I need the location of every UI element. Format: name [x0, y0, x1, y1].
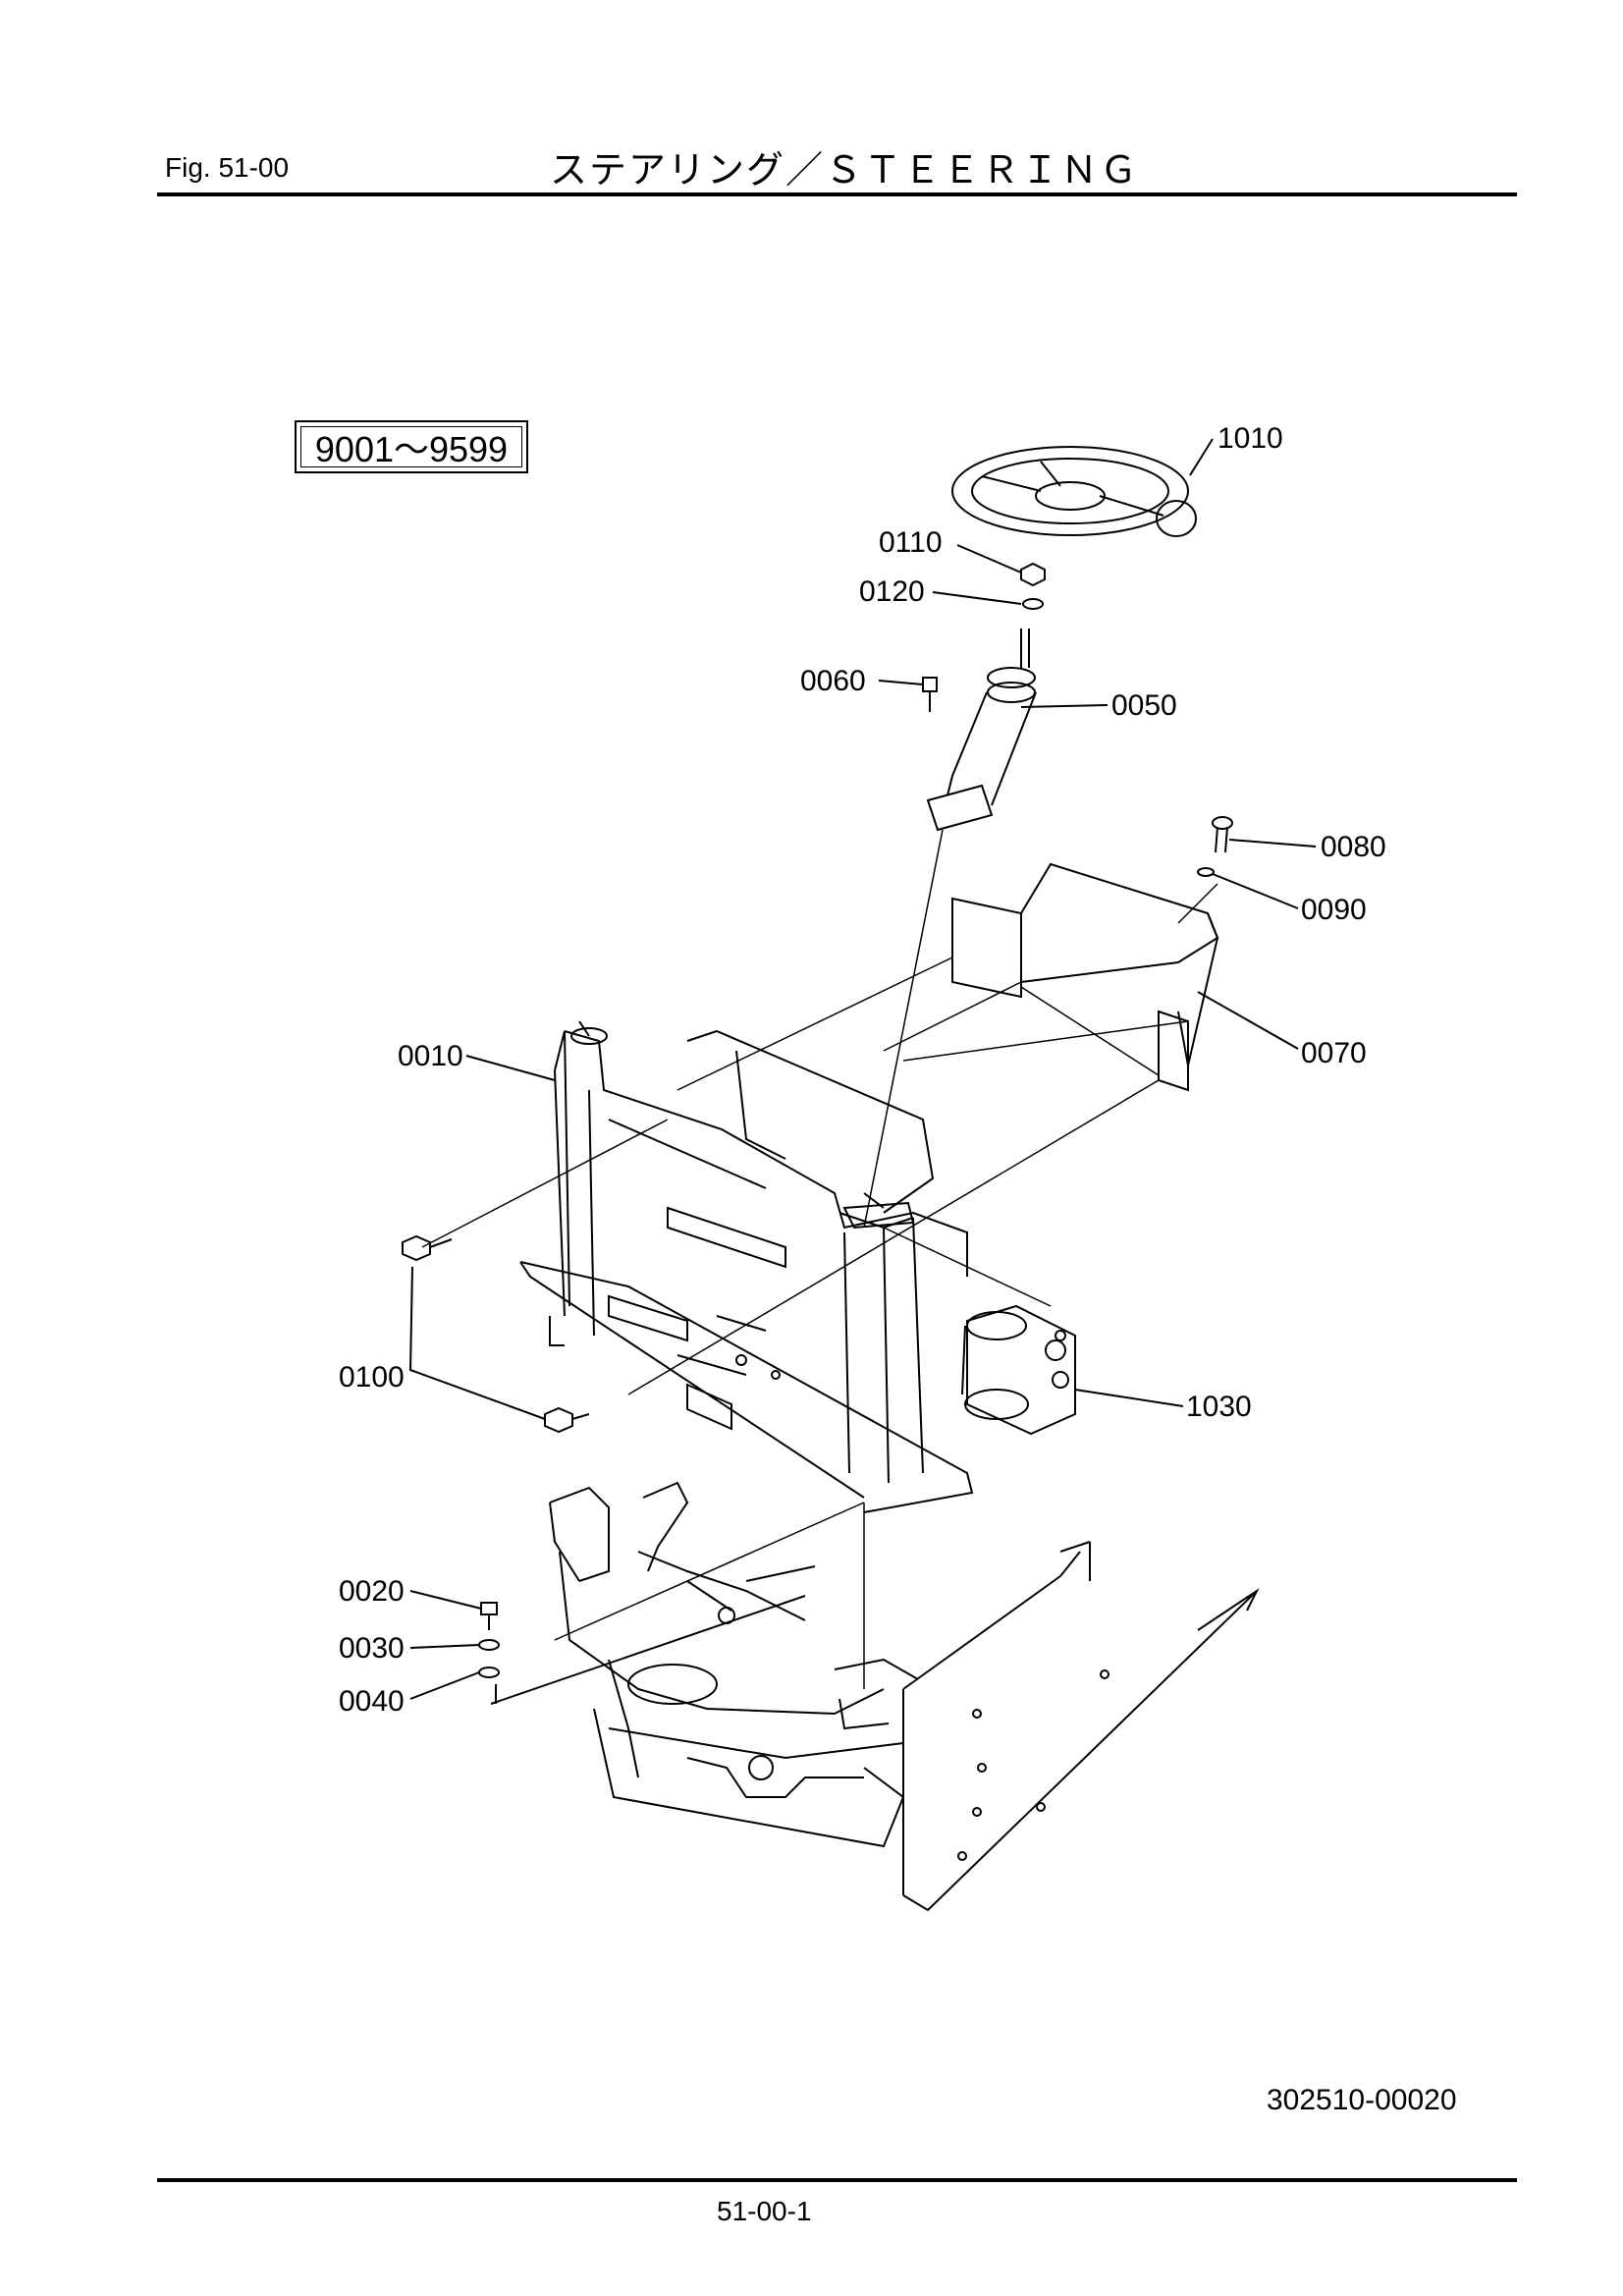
footer-rule	[157, 2178, 1517, 2182]
callout-0090: 0090	[1301, 894, 1367, 926]
assembly-guide-lines	[421, 829, 1218, 1689]
steering-unit-1030-part	[961, 1304, 1076, 1436]
drawing-number: 302510-00020	[1267, 2084, 1457, 2116]
callout-0020: 0020	[339, 1575, 405, 1608]
leader-0040	[409, 1671, 480, 1700]
figure-number: Fig. 51-00	[165, 152, 290, 183]
leader-0050	[1020, 704, 1109, 708]
guide-line	[490, 1595, 806, 1705]
leader-0070	[1197, 991, 1299, 1050]
bolt-0080-part	[1197, 816, 1233, 877]
steering-wheel-part	[951, 446, 1197, 537]
lower-chassis-part	[549, 1481, 1260, 1912]
page-title: ステアリング／ＳＴＥＥＲＩＮＧ	[550, 148, 1140, 191]
leader-0120	[932, 591, 1022, 605]
leader-1010	[1189, 438, 1214, 476]
leader-0030	[409, 1644, 480, 1649]
callout-1030: 1030	[1186, 1391, 1252, 1423]
callout-0100: 0100	[339, 1361, 405, 1394]
leader-0010	[465, 1055, 556, 1081]
leader-0020	[409, 1590, 482, 1610]
cover-0070-part	[951, 862, 1219, 1092]
bolt-0100-part	[402, 1234, 590, 1434]
page-number: 51-00-1	[717, 2196, 812, 2226]
callout-0030: 0030	[339, 1632, 405, 1665]
bolt-0060-part	[922, 677, 938, 712]
callout-0080: 0080	[1321, 831, 1386, 863]
leader-0090	[1212, 873, 1299, 909]
callout-0110: 0110	[879, 526, 943, 559]
frame-0010-part	[519, 1020, 974, 1513]
bolt-washer-0020-part	[478, 1602, 500, 1678]
leader-1030	[1074, 1389, 1184, 1407]
nut-washer-part	[1020, 562, 1046, 610]
callout-0070: 0070	[1301, 1037, 1367, 1069]
callout-1010: 1010	[1217, 422, 1283, 455]
callout-0060: 0060	[800, 665, 866, 697]
callout-0040: 0040	[339, 1685, 405, 1718]
steering-column-part	[926, 629, 1037, 832]
callout-0120: 0120	[859, 575, 925, 608]
callout-0050: 0050	[1111, 689, 1177, 722]
leader-0060	[878, 680, 924, 685]
serial-range-box: 9001～9599	[295, 420, 528, 473]
leader-0110	[956, 544, 1022, 574]
header-rule	[157, 192, 1517, 196]
leader-0100	[408, 1266, 546, 1420]
callout-0010: 0010	[398, 1040, 463, 1072]
serial-range-label: 9001～9599	[300, 426, 522, 469]
leader-0080	[1228, 839, 1317, 847]
